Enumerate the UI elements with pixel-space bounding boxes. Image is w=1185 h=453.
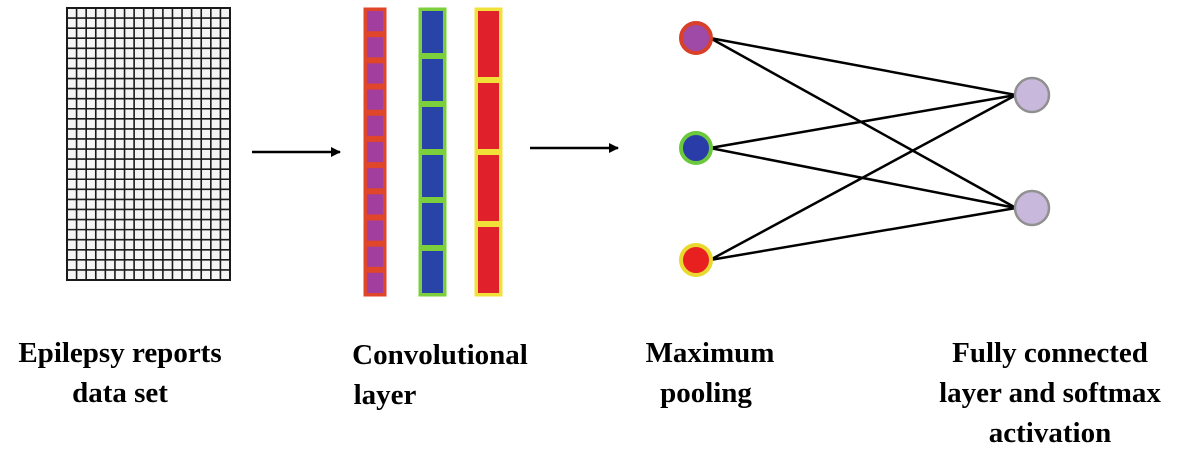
pooling-label-line2: pooling bbox=[660, 377, 752, 409]
fc-node-2 bbox=[1013, 189, 1051, 227]
conv2-cell bbox=[422, 251, 443, 293]
fc-label-line1: Fully connected bbox=[952, 337, 1148, 369]
pool-node-2 bbox=[679, 131, 713, 165]
grid-frame bbox=[66, 7, 231, 281]
edge-line bbox=[709, 36, 1017, 97]
conv1-cell bbox=[367, 194, 383, 215]
conv-label-line2: layer bbox=[353, 379, 417, 411]
conv3-cell bbox=[478, 11, 499, 77]
conv1-cell bbox=[367, 220, 383, 241]
conv3-cell bbox=[478, 227, 499, 293]
conv-filter-2 bbox=[418, 7, 447, 297]
fc-label-line3: activation bbox=[988, 417, 1112, 449]
dataset-label-line2: data set bbox=[72, 377, 168, 409]
fc-node-1 bbox=[1013, 76, 1051, 114]
pool-node-3 bbox=[679, 243, 713, 277]
conv1-cell bbox=[367, 89, 383, 110]
conv3-cell bbox=[478, 83, 499, 149]
conv1-cell bbox=[367, 63, 383, 84]
conv1-cell bbox=[367, 168, 383, 189]
dataset-label: Epilepsy reports data set bbox=[0, 333, 240, 413]
fc-label: Fully connected layer and softmax activa… bbox=[915, 333, 1185, 453]
pooling-label-line1: Maximum bbox=[645, 337, 775, 369]
fully-connected-edges bbox=[709, 36, 1017, 262]
conv1-cell bbox=[367, 246, 383, 267]
conv2-cell bbox=[422, 11, 443, 53]
conv2-frame bbox=[418, 7, 447, 297]
conv1-cell bbox=[367, 141, 383, 163]
pool-node-1 bbox=[679, 21, 713, 55]
conv1-cell bbox=[367, 272, 383, 293]
conv2-cell bbox=[422, 59, 443, 101]
conv1-cell bbox=[367, 11, 383, 32]
edge-line bbox=[709, 93, 1017, 262]
conv2-cell bbox=[422, 155, 443, 197]
edge-line bbox=[709, 206, 1017, 262]
conv1-cell bbox=[367, 115, 383, 136]
dataset-label-line1: Epilepsy reports bbox=[18, 337, 222, 369]
dataset-grid bbox=[66, 7, 231, 281]
conv2-cell bbox=[422, 107, 443, 149]
edge-line bbox=[709, 36, 1017, 210]
conv-filter-3 bbox=[474, 7, 503, 297]
edge-line bbox=[709, 93, 1017, 150]
conv-label: Convolutional layer bbox=[330, 335, 550, 415]
fc-label-line2: layer and softmax bbox=[939, 377, 1161, 409]
conv-filter-1 bbox=[363, 7, 387, 297]
conv1-cell bbox=[367, 37, 383, 58]
conv-label-line1: Convolutional bbox=[352, 339, 528, 371]
conv3-cell bbox=[478, 155, 499, 221]
pooling-label: Maximum pooling bbox=[630, 333, 790, 413]
conv2-cell bbox=[422, 203, 443, 245]
